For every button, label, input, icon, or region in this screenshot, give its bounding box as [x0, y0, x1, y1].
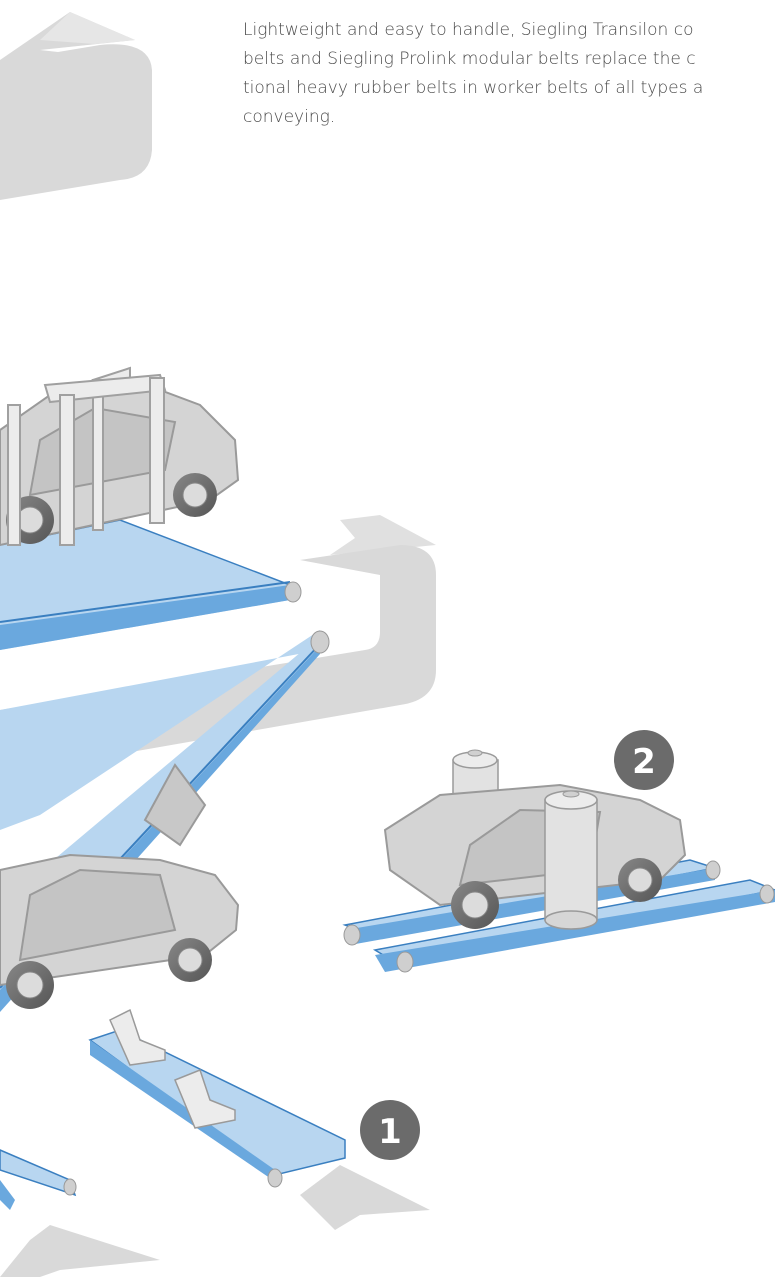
intro-line-3: tional heavy rubber belts in worker belt… [243, 78, 704, 98]
marker-label-2: 2 [632, 742, 656, 782]
flow-arrow-icon [0, 1225, 160, 1277]
marker-badge-2: 2 [614, 730, 674, 790]
intro-text: Lightweight and easy to handle, Siegling… [243, 16, 775, 132]
flow-arrow-icon [0, 12, 152, 200]
marker-badge-1: 1 [360, 1100, 420, 1160]
portal-frame-illustration [7, 366, 167, 546]
conveyor-belt-illustration [0, 630, 320, 830]
intro-line-4: conveying. [243, 107, 336, 127]
conveyor-belt-illustration [0, 519, 302, 650]
seat-illustration [109, 1008, 236, 1129]
intro-line-1: Lightweight and easy to handle, Siegling… [243, 20, 694, 40]
flow-arrow-icon [300, 1165, 430, 1230]
conveyor-belt-illustration [0, 1149, 77, 1210]
car-illustration [0, 763, 240, 1009]
marker-label-1: 1 [378, 1112, 402, 1152]
car-illustration [0, 373, 240, 547]
roller-illustration [544, 790, 598, 930]
intro-line-2: belts and Siegling Prolink modular belts… [243, 49, 696, 69]
